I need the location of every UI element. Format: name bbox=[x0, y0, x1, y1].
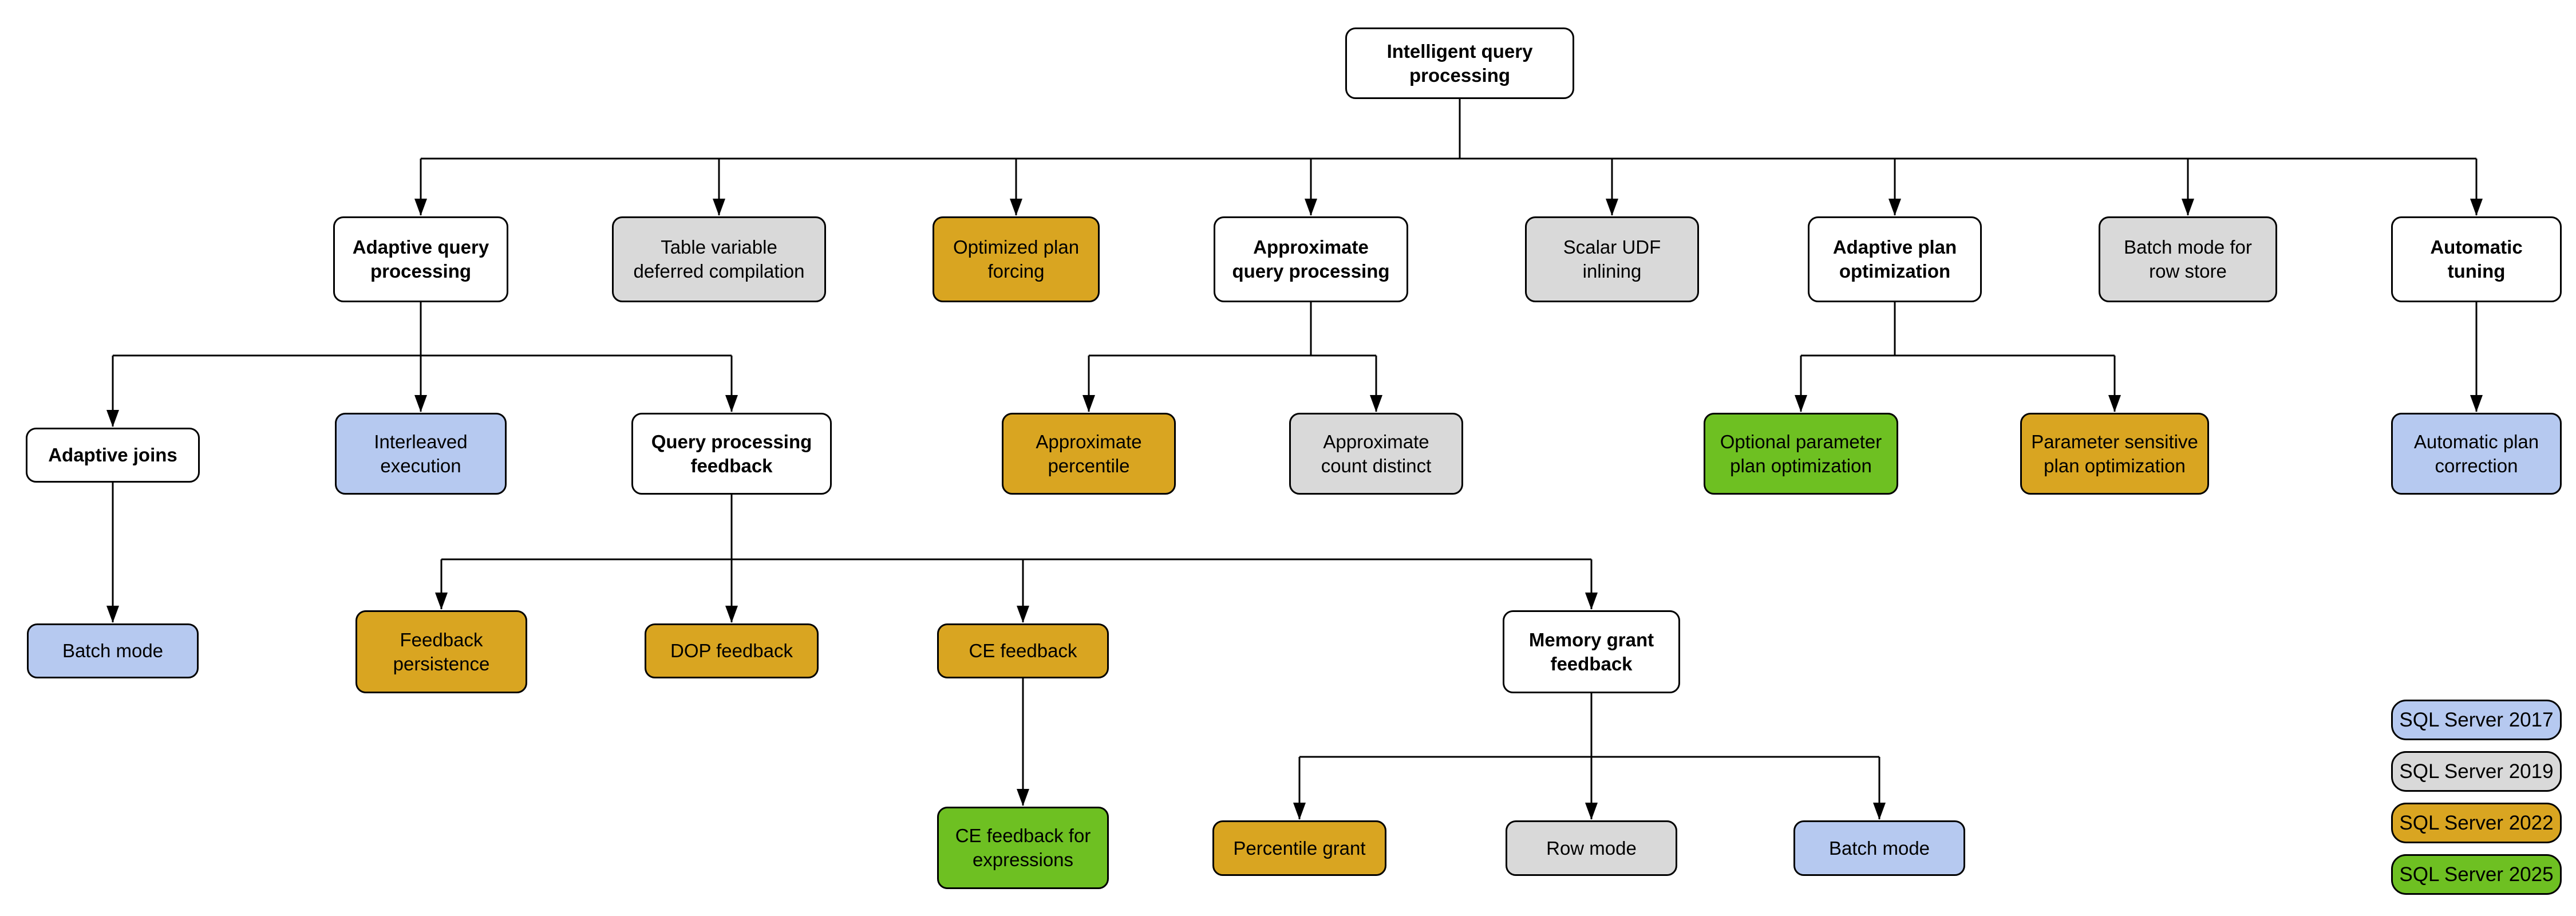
node-batch-mode-adaptive-joins: Batch mode bbox=[27, 623, 199, 678]
node-adaptive-query-processing: Adaptive query processing bbox=[333, 216, 508, 302]
legend-item-sql-server-2017: SQL Server 2017 bbox=[2391, 700, 2562, 740]
node-intelligent-query-processing: Intelligent query processing bbox=[1345, 27, 1574, 99]
node-dop-feedback: DOP feedback bbox=[645, 623, 819, 678]
node-automatic-plan-correction: Automatic plan correction bbox=[2391, 413, 2562, 495]
node-query-processing-feedback: Query processing feedback bbox=[631, 413, 832, 495]
node-interleaved-execution: Interleaved execution bbox=[335, 413, 507, 495]
connector-lines bbox=[106, 99, 2483, 820]
node-parameter-sensitive-plan-optimization: Parameter sensitive plan optimization bbox=[2020, 413, 2209, 495]
node-approximate-percentile: Approximate percentile bbox=[1002, 413, 1176, 495]
node-memory-grant-feedback: Memory grant feedback bbox=[1503, 610, 1680, 693]
legend-item-sql-server-2025: SQL Server 2025 bbox=[2391, 854, 2562, 895]
node-feedback-persistence: Feedback persistence bbox=[355, 610, 527, 693]
node-row-mode: Row mode bbox=[1506, 820, 1677, 876]
node-approximate-query-processing: Approximate query processing bbox=[1214, 216, 1408, 302]
node-approximate-count-distinct: Approximate count distinct bbox=[1289, 413, 1463, 495]
node-optimized-plan-forcing: Optimized plan forcing bbox=[933, 216, 1100, 302]
node-optional-parameter-plan-optimization: Optional parameter plan optimization bbox=[1704, 413, 1898, 495]
node-adaptive-joins: Adaptive joins bbox=[26, 428, 200, 483]
node-batch-mode-for-row-store: Batch mode for row store bbox=[2099, 216, 2277, 302]
node-adaptive-plan-optimization: Adaptive plan optimization bbox=[1808, 216, 1982, 302]
node-batch-mode-memory-grant: Batch mode bbox=[1793, 820, 1965, 876]
node-percentile-grant: Percentile grant bbox=[1212, 820, 1386, 876]
node-automatic-tuning: Automatic tuning bbox=[2391, 216, 2562, 302]
legend-item-sql-server-2022: SQL Server 2022 bbox=[2391, 803, 2562, 843]
node-table-variable-deferred-compilation: Table variable deferred compilation bbox=[612, 216, 826, 302]
node-ce-feedback-for-expressions: CE feedback for expressions bbox=[937, 807, 1109, 889]
legend-item-sql-server-2019: SQL Server 2019 bbox=[2391, 751, 2562, 792]
node-ce-feedback: CE feedback bbox=[937, 623, 1109, 678]
node-scalar-udf-inlining: Scalar UDF inlining bbox=[1525, 216, 1699, 302]
